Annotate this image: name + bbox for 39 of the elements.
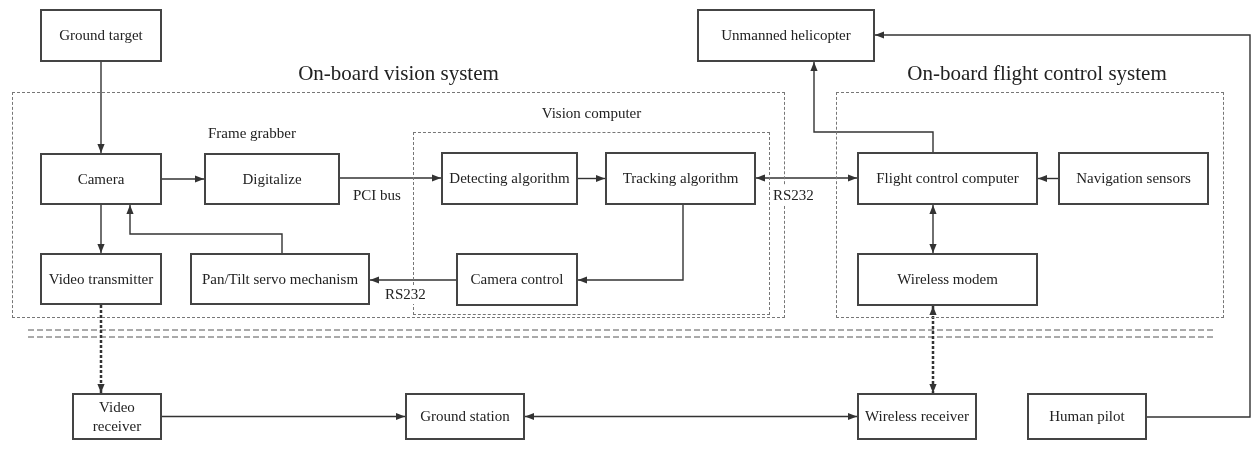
arrow [97, 61, 105, 154]
process-box: Digitalize [204, 153, 340, 205]
edge-label: RS232 [772, 186, 815, 205]
process-box: Camera control [456, 253, 578, 306]
edge-label: RS232 [384, 285, 427, 304]
arrow [929, 204, 937, 254]
arrow [755, 174, 858, 182]
process-box: Video transmitter [40, 253, 162, 305]
arrow [339, 174, 442, 182]
process-box: Detecting algorithm [441, 152, 578, 205]
process-box: Video receiver [72, 393, 162, 440]
group-title: Vision computer [541, 104, 642, 123]
process-box: Ground target [40, 9, 162, 62]
arrow [369, 276, 457, 284]
process-box: Ground station [405, 393, 525, 440]
process-box: Camera [40, 153, 162, 205]
arrow [577, 174, 606, 183]
process-box: Flight control computer [857, 152, 1038, 205]
arrow [161, 412, 406, 421]
arrow [161, 175, 205, 183]
arrow [577, 204, 684, 284]
process-box: Human pilot [1027, 393, 1147, 440]
process-box: Navigation sensors [1058, 152, 1209, 205]
group-title: On-board flight control system [907, 60, 1167, 87]
process-box: Wireless modem [857, 253, 1038, 306]
process-box: Wireless receiver [857, 393, 977, 440]
arrow [929, 306, 937, 393]
arrow [524, 412, 858, 421]
box-heading: Frame grabber [207, 124, 296, 143]
arrow [126, 204, 283, 254]
group-title: On-board vision system [298, 60, 499, 87]
arrow [1037, 174, 1059, 183]
arrow [810, 61, 934, 153]
process-box: Unmanned helicopter [697, 9, 875, 62]
arrow [97, 305, 105, 393]
arrow [874, 31, 1251, 418]
arrow [97, 204, 105, 254]
process-box: Tracking algorithm [605, 152, 756, 205]
process-box: Pan/Tilt servo mechanism [190, 253, 370, 305]
